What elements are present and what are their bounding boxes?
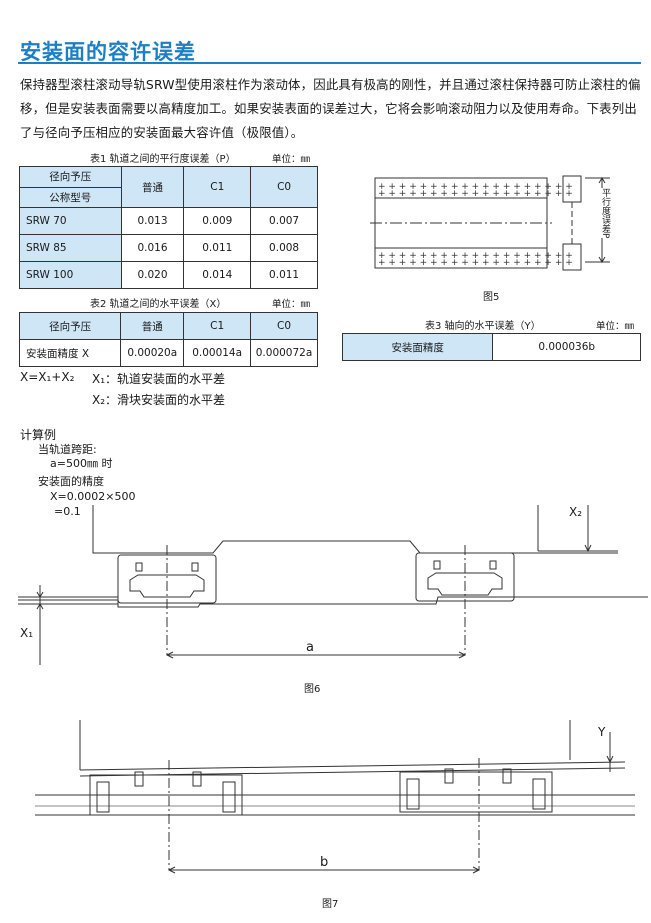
table2-unit: 单位：㎜ (272, 299, 311, 310)
table2-header-preload: 径向予压 (18, 312, 122, 340)
calc-line: =0.1 (54, 505, 81, 518)
table1-caption: 表1 轨道之间的平行度误差（P） (90, 154, 236, 165)
table1-col-header: C0 (250, 166, 318, 208)
table1-col-header: C1 (183, 166, 252, 208)
title-underline (18, 62, 641, 64)
formula-main: X=X₁+X₂ (20, 370, 75, 384)
table3-unit: 单位：㎜ (596, 321, 635, 332)
calc-line: a=500㎜ 时 (50, 457, 113, 470)
table3-cell: 0.000036b (492, 333, 641, 361)
table2-cell: 0.000072a (250, 339, 318, 367)
table2-cell: 0.00020a (120, 339, 185, 367)
formula-x2: X₂：滑块安装面的水平差 (92, 393, 226, 407)
table2-cell: 0.00014a (183, 339, 252, 367)
table1-cell: 0.013 (120, 207, 185, 235)
figure5-side-label: 平行度误差P (598, 188, 612, 239)
table2: 径向予压 普通 C1 C0 安装面精度 X 0.00020a 0.00014a … (18, 312, 318, 367)
intro-paragraph: 保持器型滚柱滚动导轨SRW型使用滚柱作为滚动体，因此具有极高的刚性，并且通过滚柱… (20, 77, 641, 140)
figure5-label: 图5 (483, 292, 500, 303)
page-title: 安装面的容许误差 (20, 40, 196, 64)
svg-text:+ + + + + + + + + + + + + + +: + + + + + + + + + + + + + + + + + + + (378, 258, 573, 268)
figure5-diagram: + + + + + + + + + + + + + + + + + + + + … (370, 175, 610, 271)
calc-heading: 计算例 (20, 428, 57, 442)
table-row: 安装面精度 X 0.00020a 0.00014a 0.000072a (18, 339, 318, 367)
formula-x1: X₁：轨道安装面的水平差 (92, 372, 226, 386)
table1-cell: 0.020 (120, 261, 185, 289)
figure7-y-label: Y (598, 725, 606, 739)
table1-cell: 0.014 (183, 261, 252, 289)
calc-line: 安装面的精度 (38, 475, 104, 488)
table1-cell: 0.008 (250, 234, 318, 262)
table3: 安装面精度 0.000036b (341, 333, 641, 361)
table1-col-header: 普通 (120, 166, 185, 208)
table2-col-header: C1 (183, 312, 252, 340)
table1-cell: 0.011 (183, 234, 252, 262)
table1-cell: 0.009 (183, 207, 252, 235)
table1: 径向予压 公称型号 普通 C1 C0 SRW 70 0.013 0.009 0.… (19, 166, 318, 289)
svg-text:+ + + + + + + + + + + + + + +: + + + + + + + + + + + + + + + + + + + (378, 189, 573, 199)
table-row: SRW 100 0.020 0.014 0.011 (19, 261, 318, 289)
table1-cell: 0.011 (250, 261, 318, 289)
table1-header-preload: 径向予压 (20, 167, 121, 188)
svg-text:+ + + + + + + + + + + + + + +: + + + + + + + + + + + + + + + + + + + (378, 182, 573, 192)
table2-col-header: C0 (250, 312, 318, 340)
table2-col-header: 普通 (120, 312, 185, 340)
figure7-b-label: b (320, 855, 329, 870)
table3-row-label: 安装面精度 (341, 333, 494, 361)
table1-unit: 单位：㎜ (272, 154, 311, 165)
figure6-x2-label: X₂ (569, 505, 583, 519)
figure6-x1-label: X₁ (20, 626, 34, 640)
calc-line: X=0.0002×500 (50, 490, 136, 503)
figure6-a-label: a (306, 640, 314, 655)
table-row: 安装面精度 0.000036b (341, 333, 641, 361)
table1-header-model: 公称型号 (49, 191, 92, 204)
figure6-label: 图6 (304, 684, 321, 695)
calc-line: 当轨道跨距: (38, 443, 97, 456)
table1-cell: 0.016 (120, 234, 185, 262)
table1-row-label: SRW 85 (19, 234, 122, 262)
figure7-diagram (35, 720, 635, 874)
table3-caption: 表3 轴向的水平误差（Y） (425, 321, 541, 332)
table1-corner-header: 径向予压 公称型号 (19, 166, 122, 208)
table-row: SRW 85 0.016 0.011 0.008 (19, 234, 318, 262)
table1-cell: 0.007 (250, 207, 318, 235)
figure7-label: 图7 (322, 899, 339, 910)
figure6-diagram (18, 505, 648, 665)
table1-row-label: SRW 100 (19, 261, 122, 289)
svg-text:+ + + + + + + + + + + + + + +: + + + + + + + + + + + + + + + + + + + (378, 251, 573, 261)
table2-row-label: 安装面精度 X (18, 339, 122, 367)
table2-caption: 表2 轨道之间的水平误差（X） (90, 299, 227, 310)
table1-row-label: SRW 70 (19, 207, 122, 235)
table-row: SRW 70 0.013 0.009 0.007 (19, 207, 318, 235)
